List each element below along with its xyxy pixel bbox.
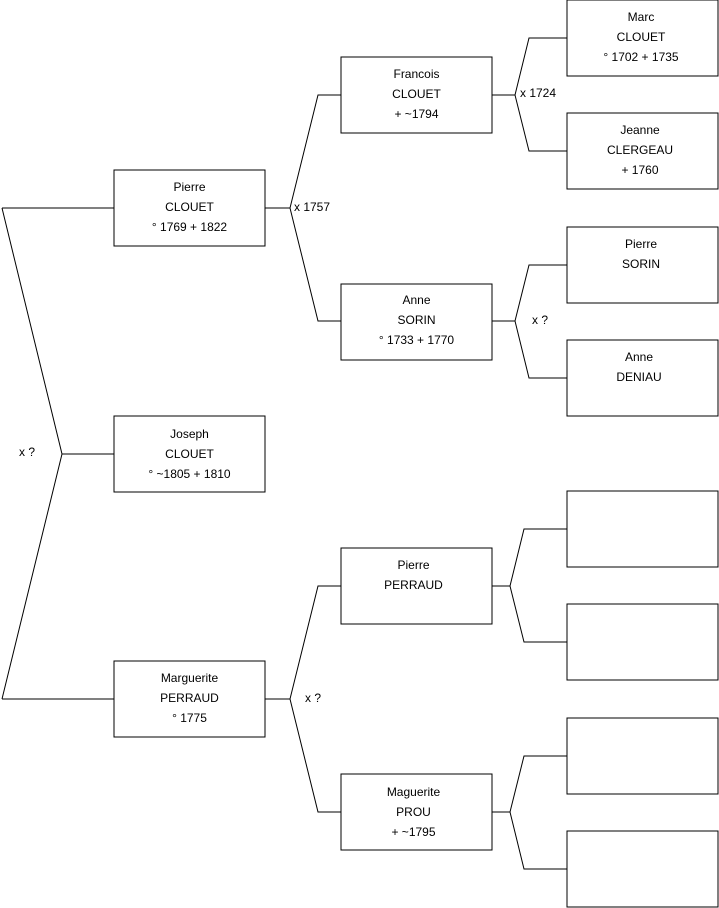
marriage-label-p1: x 1757 bbox=[294, 200, 330, 214]
connector-p2m-fork bbox=[509, 755, 567, 870]
person-box-p1m[interactable]: Anne SORIN ° 1733 + 1770 bbox=[340, 283, 493, 361]
person-box-p2[interactable]: Marguerite PERRAUD ° 1775 bbox=[113, 660, 266, 738]
person-name-line: Marc bbox=[628, 10, 655, 24]
connector-p1-fork bbox=[289, 94, 341, 322]
person-name-line: Francois bbox=[393, 67, 439, 81]
person-box-g3[interactable]: Pierre SORIN bbox=[566, 226, 719, 304]
connector-p2f-fork bbox=[509, 528, 567, 643]
person-surname-line: SORIN bbox=[622, 257, 660, 271]
person-surname-line: CLERGEAU bbox=[607, 143, 673, 157]
marriage-label-p2: x ? bbox=[305, 691, 321, 705]
person-surname-line: CLOUET bbox=[165, 200, 214, 214]
person-box-g5[interactable] bbox=[566, 490, 719, 568]
person-name-line: Pierre bbox=[625, 237, 657, 251]
person-box-p1[interactable]: Pierre CLOUET ° 1769 + 1822 bbox=[113, 169, 266, 247]
connector-p1f-fork bbox=[514, 37, 567, 152]
person-surname-line: CLOUET bbox=[392, 87, 441, 101]
person-surname-line: SORIN bbox=[397, 313, 435, 327]
person-name-line: Joseph bbox=[170, 427, 209, 441]
person-dates-line: ° 1733 + 1770 bbox=[379, 333, 455, 347]
person-box-g7[interactable] bbox=[566, 717, 719, 795]
person-name-line: Anne bbox=[625, 350, 653, 364]
person-dates-line: + ~1794 bbox=[394, 107, 438, 121]
person-name-line: Anne bbox=[402, 293, 430, 307]
person-name-line: Pierre bbox=[173, 180, 205, 194]
person-surname-line: CLOUET bbox=[617, 30, 666, 44]
person-box-p2f[interactable]: Pierre PERRAUD bbox=[340, 547, 493, 625]
person-dates-line: ° 1775 bbox=[172, 711, 207, 725]
connector-lines bbox=[1, 37, 567, 870]
person-box-g6[interactable] bbox=[566, 603, 719, 681]
marriage-label-p1m: x ? bbox=[532, 313, 548, 327]
person-box-g4[interactable]: Anne DENIAU bbox=[566, 339, 719, 417]
person-box-g2[interactable]: Jeanne CLERGEAU + 1760 bbox=[566, 112, 719, 190]
person-dates-line: + ~1795 bbox=[391, 825, 435, 839]
person-dates-line: ° 1702 + 1735 bbox=[603, 50, 679, 64]
person-name-line: Maguerite bbox=[387, 785, 441, 799]
person-surname-line: DENIAU bbox=[616, 370, 661, 384]
person-surname-line: CLOUET bbox=[165, 447, 214, 461]
connector-p1m-fork bbox=[514, 264, 567, 379]
person-dates-line: ° 1769 + 1822 bbox=[152, 220, 228, 234]
person-surname-line: PROU bbox=[396, 805, 431, 819]
person-dates-line: ° ~1805 + 1810 bbox=[148, 467, 231, 481]
marriage-labels: x ? x 1757 x ? x 1724 x ? bbox=[19, 86, 556, 705]
person-box-p2m[interactable]: Maguerite PROU + ~1795 bbox=[340, 773, 493, 851]
marriage-label-root: x ? bbox=[19, 445, 35, 459]
person-box-p1f[interactable]: Francois CLOUET + ~1794 bbox=[340, 56, 493, 134]
person-surname-line: PERRAUD bbox=[384, 578, 443, 592]
person-name-line: Pierre bbox=[397, 558, 429, 572]
marriage-label-p1f: x 1724 bbox=[520, 86, 556, 100]
person-box-g8[interactable] bbox=[566, 830, 719, 908]
person-name-line: Jeanne bbox=[620, 123, 660, 137]
person-dates-line: + 1760 bbox=[621, 163, 658, 177]
person-box-g1[interactable]: Marc CLOUET ° 1702 + 1735 bbox=[566, 0, 719, 77]
person-name-line: Marguerite bbox=[161, 671, 219, 685]
connector-p2-fork bbox=[289, 585, 341, 813]
person-box-root[interactable]: Joseph CLOUET ° ~1805 + 1810 bbox=[113, 415, 266, 493]
person-surname-line: PERRAUD bbox=[160, 691, 219, 705]
